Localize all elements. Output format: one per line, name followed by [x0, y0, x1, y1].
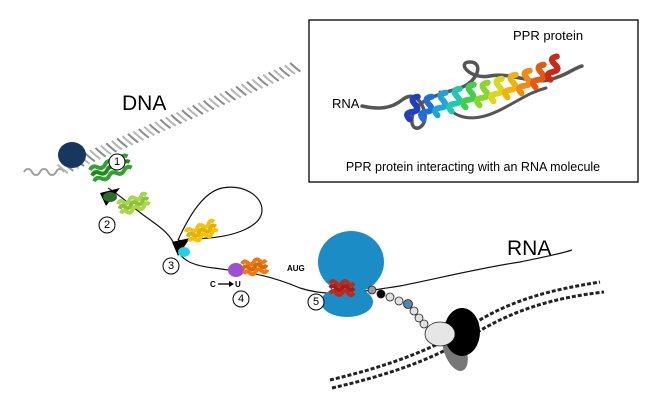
dna-helix-turn [175, 111, 188, 122]
step-number-2: 2 [104, 219, 110, 231]
edit-to-label: U [235, 280, 241, 289]
step-marker-1: 1 [108, 153, 126, 171]
dna-helix-turn [143, 125, 155, 137]
dna-helix-turn [267, 71, 280, 82]
ppr-protein-2 [116, 191, 151, 215]
nascent-peptide [367, 285, 429, 329]
dna-helix-turn [154, 121, 166, 132]
factor-3 [172, 238, 190, 257]
ribosome [318, 231, 384, 317]
dna-helix-coils [56, 62, 301, 174]
step-number-3: 3 [168, 260, 174, 272]
dna-helix-turn [197, 102, 210, 113]
ppr-protein-5 [328, 279, 356, 297]
dna-helix-turn [127, 133, 139, 144]
inset-protein-label: PPR protein [513, 28, 583, 43]
dna-helix-turn [219, 92, 231, 104]
dna-helix-turn [159, 118, 172, 130]
step-number-1: 1 [114, 156, 120, 168]
dna-helix-turn [170, 114, 182, 125]
dna-helix-turn [224, 90, 237, 101]
rna-polymerase [58, 142, 86, 168]
dna-helix-turn [138, 128, 150, 139]
step-marker-5: 5 [307, 293, 325, 311]
dna-helix-turn [181, 109, 193, 120]
dna-helix-turn [148, 123, 161, 134]
dna-helix-turn [100, 144, 112, 156]
dna-helix-turn [186, 107, 199, 118]
ppr-protein-3 [184, 218, 219, 243]
dna-helix-turn [289, 62, 301, 73]
dna-helix-turn [121, 135, 134, 146]
dna-helix-turn [208, 97, 220, 108]
dna-helix-turn [213, 95, 226, 106]
dna-helix-turn [132, 130, 145, 141]
inset-ppr-structure [404, 53, 561, 123]
dna-helix-turn [273, 69, 285, 80]
dna-helix-turn [202, 99, 215, 111]
dna-helix [23, 168, 65, 176]
dna-helix-turn [56, 163, 69, 174]
ppr-protein-4 [240, 257, 270, 277]
dna-helix-turn [165, 116, 177, 127]
dna-helix-turn [246, 81, 258, 92]
aug-label: AUG [287, 264, 305, 273]
inset-rna-label: RNA [332, 96, 360, 111]
inset-panel: RNA PPR protein PPR protein interacting … [308, 19, 639, 183]
factor-2 [100, 188, 120, 206]
dna-helix-turn [262, 73, 274, 85]
step-marker-3: 3 [162, 257, 180, 275]
edit-from-label: C [210, 280, 216, 289]
dna-helix-turn [257, 76, 269, 87]
dna-helix-turn [235, 85, 247, 96]
translocase-complex [424, 308, 480, 372]
step-number-5: 5 [313, 296, 319, 308]
dna-helix-turn [105, 142, 118, 153]
dna-helix-turn [116, 137, 128, 148]
dna-helix-turn [192, 104, 204, 115]
dna-label: DNA [122, 92, 166, 115]
rna-strand [107, 187, 573, 294]
rna-label: RNA [507, 237, 551, 260]
dna-helix-turn [251, 78, 264, 89]
dna-helix-turn [229, 88, 242, 99]
dna-helix-turn [278, 66, 291, 78]
inset-caption: PPR protein interacting with an RNA mole… [346, 160, 600, 174]
dna-helix-turn [284, 64, 296, 75]
dna-helix-turn [240, 83, 253, 94]
dna-helix-turn [110, 140, 123, 151]
step-number-4: 4 [238, 293, 244, 305]
step-marker-2: 2 [98, 216, 116, 234]
dna-helix-turn [94, 147, 107, 158]
factor-4 [228, 263, 244, 277]
dna-helix-turn [89, 149, 101, 160]
step-marker-4: 4 [232, 290, 250, 308]
